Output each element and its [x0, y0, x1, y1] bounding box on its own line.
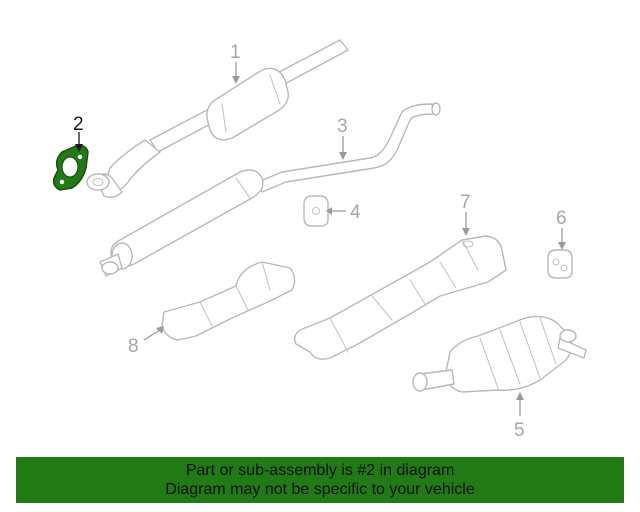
arrowhead-3	[339, 152, 347, 160]
part-8-heat-shield[interactable]	[161, 261, 296, 341]
arrowhead-4	[326, 207, 332, 215]
callout-2[interactable]: 2	[73, 114, 84, 135]
info-banner: Part or sub-assembly is #2 in diagram Di…	[16, 457, 624, 503]
callout-7[interactable]: 7	[460, 192, 471, 213]
part-6-hanger[interactable]	[547, 249, 573, 279]
arrowhead-8	[156, 326, 164, 334]
part-1-catalytic-converter-pipe[interactable]	[86, 39, 349, 199]
arrowhead-7	[462, 228, 470, 236]
leader-8	[143, 329, 161, 341]
exhaust-parts-diagram: 1 2 3 4 5 6 7 8	[52, 39, 587, 441]
callout-6[interactable]: 6	[556, 208, 567, 229]
callout-5[interactable]: 5	[514, 420, 525, 441]
arrowhead-5	[516, 392, 524, 400]
part-5-muffler[interactable]	[412, 315, 587, 393]
arrowhead-1	[232, 76, 240, 84]
part-4-hanger[interactable]	[303, 195, 329, 227]
callout-3[interactable]: 3	[337, 116, 348, 137]
arrowhead-2	[75, 144, 83, 152]
arrowhead-6	[558, 242, 566, 250]
callout-4[interactable]: 4	[350, 202, 361, 223]
part-7-heat-shield[interactable]	[293, 235, 507, 360]
banner-line-disclaimer: Diagram may not be specific to your vehi…	[165, 481, 475, 498]
callout-8[interactable]: 8	[128, 336, 139, 357]
banner-line-part: Part or sub-assembly is #2 in diagram	[185, 462, 455, 479]
part-3-intermediate-pipe-resonator[interactable]	[99, 102, 441, 277]
callout-1[interactable]: 1	[230, 42, 241, 63]
part-2-gasket[interactable]	[52, 144, 89, 191]
